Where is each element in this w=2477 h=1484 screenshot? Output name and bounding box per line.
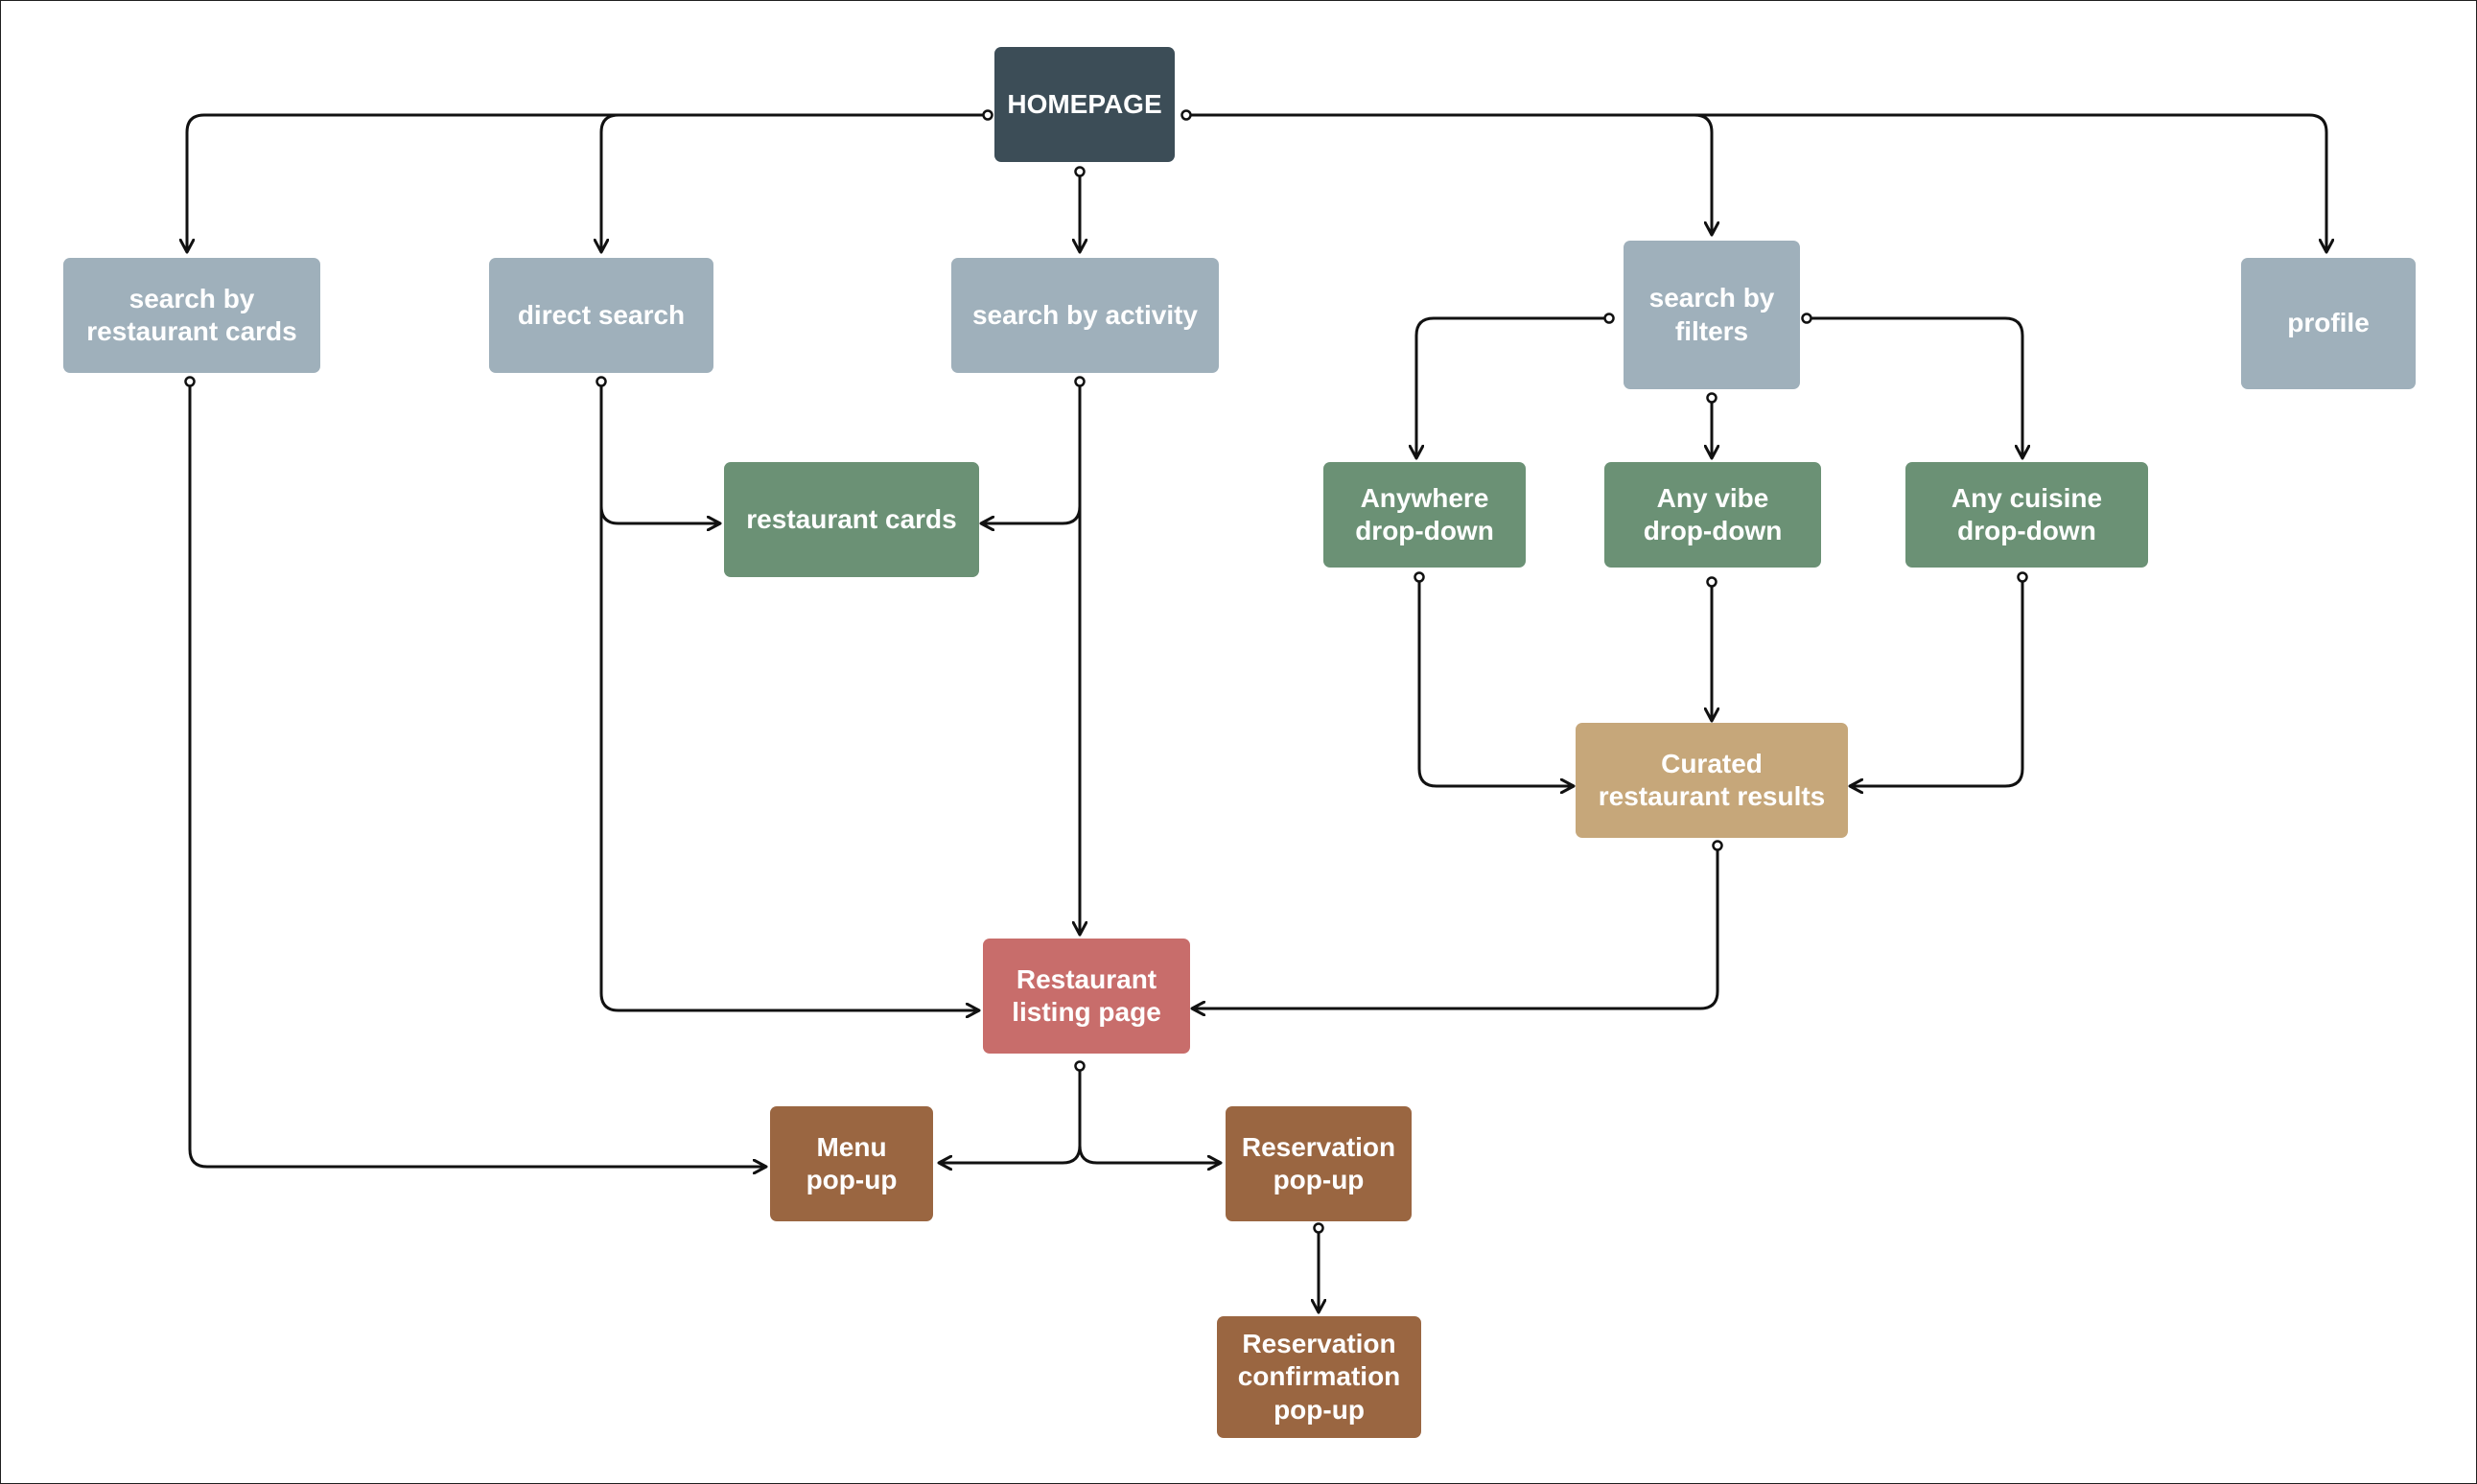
edge-homepage-search-by-cards [187, 113, 986, 252]
port-anywhere-bottom [1414, 571, 1425, 583]
restaurant-listing-page-node: Restaurant listing page [983, 939, 1190, 1054]
edge-curated-restaurant-listing [1192, 846, 1719, 1009]
edge-listing-menu [939, 1067, 1082, 1163]
port-any-cuisine-bottom [2017, 571, 2028, 583]
anywhere-dropdown-node: Anywhere drop-down [1323, 462, 1526, 568]
port-any-vibe-bottom [1706, 576, 1718, 588]
port-direct-search-bottom [596, 376, 607, 387]
any-vibe-dropdown-node: Any vibe drop-down [1604, 462, 1821, 568]
edge-direct-search-restaurant-cards [599, 383, 720, 523]
edge-filters-any-cuisine [1807, 316, 2022, 458]
edge-homepage-direct-search [601, 113, 986, 252]
direct-search-node: direct search [489, 258, 713, 373]
search-by-activity-node: search by activity [951, 258, 1219, 373]
port-homepage-right [1180, 109, 1192, 121]
menu-popup-node: Menu pop-up [770, 1106, 933, 1221]
reservation-confirmation-popup-node: Reservation confirmation pop-up [1217, 1316, 1421, 1438]
search-by-restaurant-cards-node: search by restaurant cards [63, 258, 320, 373]
edge-listing-reservation [1078, 1067, 1221, 1163]
port-search-by-cards-bottom [184, 376, 196, 387]
edge-filters-anywhere [1416, 316, 1608, 458]
port-filters-bottom [1706, 392, 1718, 404]
port-search-by-activity-bottom [1074, 376, 1086, 387]
port-reservation-bottom [1313, 1222, 1324, 1234]
reservation-popup-node: Reservation pop-up [1226, 1106, 1412, 1221]
search-by-filters-node: search by filters [1624, 241, 1800, 389]
port-homepage-left [982, 109, 993, 121]
edge-any-cuisine-curated [1850, 577, 2024, 786]
port-filters-right [1801, 313, 1812, 324]
port-listing-bottom [1074, 1060, 1086, 1072]
edge-anywhere-curated [1417, 577, 1574, 786]
port-curated-bottom [1712, 840, 1723, 851]
edge-homepage-profile [1186, 113, 2326, 252]
port-filters-left [1603, 313, 1615, 324]
edge-search-by-activity-restaurant-cards [981, 383, 1082, 523]
edge-direct-search-restaurant-listing [599, 383, 979, 1010]
edge-homepage-search-by-filters [1186, 113, 1712, 235]
profile-node: profile [2241, 258, 2416, 389]
homepage-node: HOMEPAGE [994, 47, 1175, 162]
edge-search-by-cards-menu [188, 383, 766, 1167]
restaurant-cards-node: restaurant cards [724, 462, 979, 577]
curated-restaurant-results-node: Curated restaurant results [1576, 723, 1848, 838]
port-homepage-bottom [1074, 166, 1086, 177]
any-cuisine-dropdown-node: Any cuisine drop-down [1905, 462, 2148, 568]
